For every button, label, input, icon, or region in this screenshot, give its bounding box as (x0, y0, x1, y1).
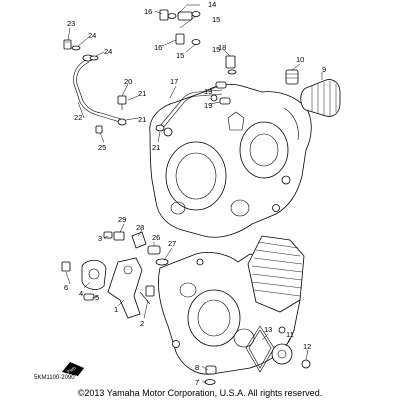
callout-5: 5 (95, 293, 99, 302)
callout-16a: 16 (144, 7, 152, 16)
callout-17: 17 (170, 77, 178, 86)
callout-3: 3 (98, 234, 102, 243)
callout-labels: 1 2 3 4 5 6 7 8 9 10 11 12 13 14 15 15 1… (64, 0, 326, 387)
fitting-15a (167, 13, 177, 19)
oil-filter (300, 79, 341, 117)
callout-19b: 19 (204, 101, 212, 110)
fitting-16b (175, 33, 185, 45)
callout-1: 1 (114, 305, 118, 314)
dowel-19a (215, 81, 227, 89)
callout-20: 20 (124, 77, 132, 86)
callout-15b: 15 (212, 45, 220, 54)
callout-27: 27 (168, 239, 176, 248)
fitting-15b (191, 11, 201, 17)
callout-21b: 21 (138, 115, 146, 124)
callout-26: 26 (152, 233, 160, 242)
callout-24a: 24 (88, 31, 96, 40)
fitting-15c (191, 39, 201, 45)
oil-pipe-17 (155, 89, 223, 132)
cylinder-fins (251, 241, 303, 297)
callout-10: 10 (296, 55, 304, 64)
callout-23: 23 (67, 19, 75, 28)
fitting-14 (177, 11, 193, 21)
callout-9: 9 (322, 65, 326, 74)
o-ring-27 (155, 258, 169, 266)
crankcase-left-half (158, 235, 305, 375)
callout-24b: 24 (104, 47, 112, 56)
callout-21c: 21 (152, 143, 160, 152)
washer-24a (71, 45, 81, 51)
drain-plug-8 (205, 365, 217, 375)
screw-3 (103, 231, 113, 239)
union-bolt-23 (63, 39, 72, 50)
fwd-label: FWD (66, 365, 76, 374)
leader-lines (65, 4, 323, 383)
oil-strainer-26 (147, 245, 161, 255)
copyright-notice: ©2013 Yamaha Motor Corporation, U.S.A. A… (77, 388, 323, 398)
callout-7: 7 (195, 378, 199, 387)
bolt-20 (117, 95, 127, 110)
callout-19a: 19 (204, 87, 212, 96)
dowel-5 (83, 293, 95, 301)
plug-18 (225, 55, 237, 75)
bolt-25 (95, 125, 103, 134)
sprocket-11 (271, 343, 293, 365)
fitting-16a (159, 9, 169, 21)
washer-24b (89, 55, 99, 61)
callout-29: 29 (118, 215, 126, 224)
fwd-arrow-icon: FWD (62, 362, 84, 376)
callout-25: 25 (98, 143, 106, 152)
callout-8: 8 (195, 363, 199, 372)
callout-11: 11 (286, 330, 294, 339)
callout-16b: 16 (154, 43, 162, 52)
dowel-19b (219, 97, 231, 105)
shaft-2 (139, 285, 155, 305)
gasket-7 (204, 379, 216, 385)
callout-13: 13 (264, 325, 272, 334)
oil-pump (107, 257, 143, 319)
nut-12 (301, 359, 311, 369)
callout-18: 18 (218, 43, 226, 52)
callout-2: 2 (140, 319, 144, 328)
pump-cover (81, 259, 107, 290)
document-code: 5KM1100-2090 (34, 375, 75, 381)
bolt-6 (61, 261, 71, 272)
crankcase-right-half (149, 84, 312, 238)
oil-sensor-28 (131, 231, 147, 249)
callout-15a: 15 (212, 15, 220, 24)
bolt-29 (113, 231, 125, 241)
callout-28: 28 (136, 223, 144, 232)
callout-21a: 21 (138, 89, 146, 98)
callout-14: 14 (208, 0, 216, 9)
callout-22: 22 (74, 113, 82, 122)
oil-filter-union-bolt (285, 69, 299, 85)
callout-4: 4 (79, 289, 83, 298)
callout-15c: 15 (176, 51, 184, 60)
callout-6: 6 (64, 283, 68, 292)
callout-12: 12 (303, 342, 311, 351)
